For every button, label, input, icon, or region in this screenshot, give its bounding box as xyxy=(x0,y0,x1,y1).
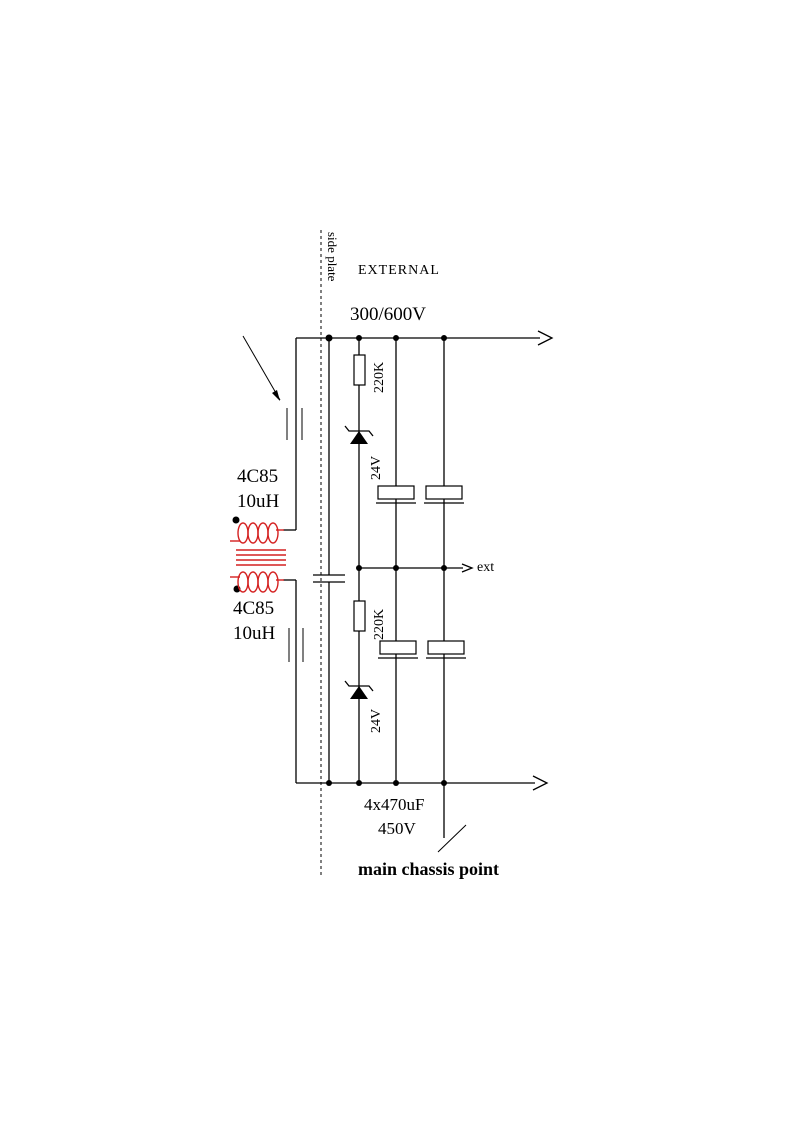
zener-bottom-label: 24V xyxy=(369,709,384,733)
pointer-arrow xyxy=(242,335,281,401)
capacitor-2-bottom xyxy=(427,640,465,655)
resistor-bottom-label: 220K xyxy=(372,609,387,640)
midpoint-rail xyxy=(359,563,474,573)
capacitor-1-bottom xyxy=(379,640,417,655)
inductance-bottom-label: 10uH xyxy=(233,623,276,644)
core-bottom-label: 4C85 xyxy=(233,598,274,619)
feedthrough-capacitor xyxy=(313,574,345,583)
core-top-label: 4C85 xyxy=(237,466,278,487)
secondary-wires xyxy=(283,338,297,783)
shield-plates-top xyxy=(286,408,303,440)
capacitor-2-top xyxy=(425,485,463,500)
resistor-bottom xyxy=(353,600,366,632)
cap-voltage-label: 450V xyxy=(378,819,417,838)
dot-top xyxy=(232,516,240,524)
winding-bottom xyxy=(230,571,284,593)
capacitors-label: 4x470uF xyxy=(364,795,424,814)
capacitor-1-top xyxy=(377,485,415,500)
transformer xyxy=(230,516,286,593)
junction-dots xyxy=(325,334,447,786)
core-lines xyxy=(236,549,286,566)
chassis-wire xyxy=(437,783,467,853)
zener-top xyxy=(344,425,374,444)
winding-top xyxy=(230,522,284,544)
zener-top-label: 24V xyxy=(369,456,384,480)
zener-bottom xyxy=(344,680,374,699)
resistor-top-label: 220K xyxy=(372,362,387,393)
bottom-rail xyxy=(296,775,549,791)
rail-voltage-label: 300/600V xyxy=(350,304,426,325)
side-plate-label: side plate xyxy=(325,232,340,282)
chassis-label: main chassis point xyxy=(358,859,499,879)
shield-plates-bottom xyxy=(288,628,304,662)
top-rail xyxy=(296,330,554,346)
resistor-top xyxy=(353,354,366,386)
ext-label: ext xyxy=(477,560,494,575)
inductance-top-label: 10uH xyxy=(237,491,280,512)
external-label: EXTERNAL xyxy=(358,263,440,278)
